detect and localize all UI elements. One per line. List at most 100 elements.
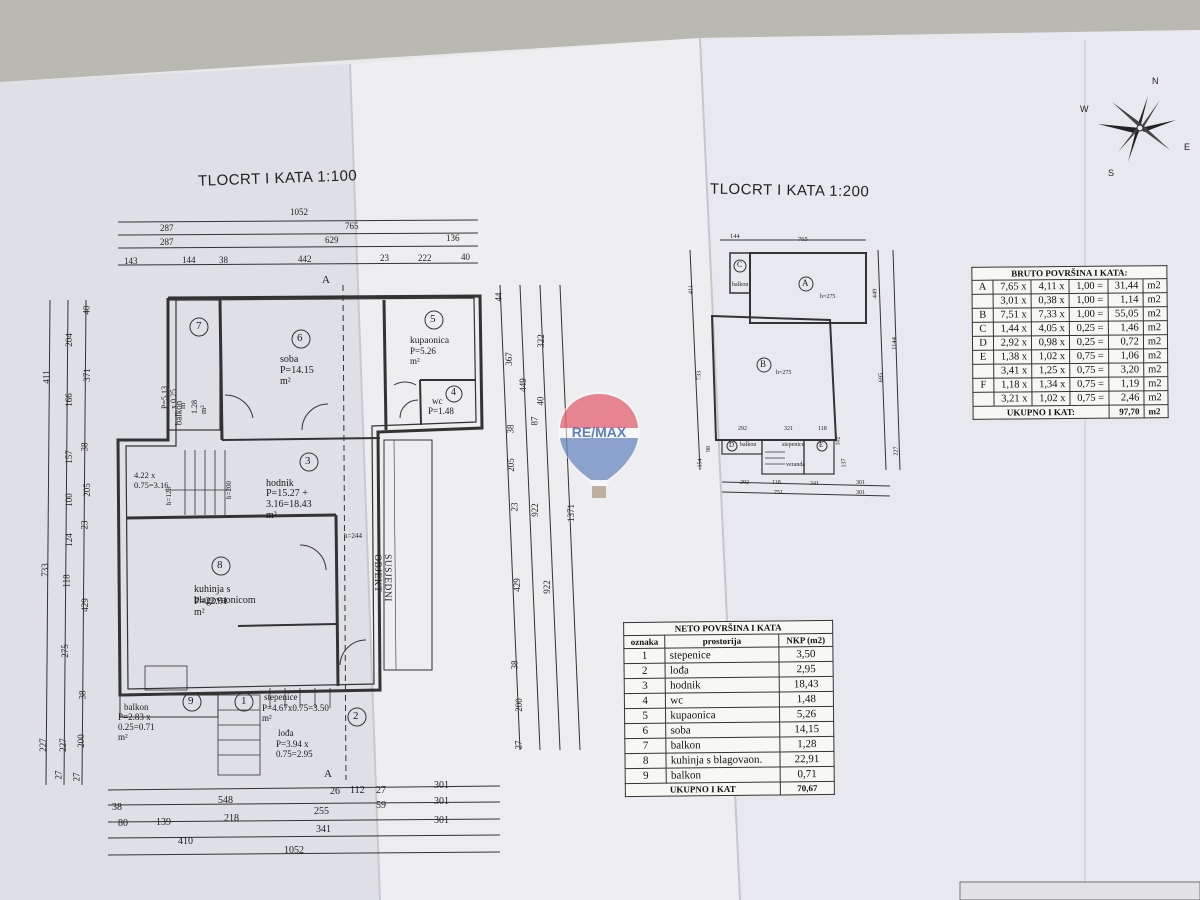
stair-note: 4.22 x 0.75=3.16 xyxy=(134,470,169,490)
bruto-cell-r: 2,46 xyxy=(1108,390,1144,406)
bruto-cell-c: 1,00 = xyxy=(1069,293,1108,308)
bruto-cell-c: 0,25 = xyxy=(1069,321,1109,336)
operator: x xyxy=(1019,393,1028,405)
bruto-total-unit: m2 xyxy=(1143,404,1169,418)
neto-cell-n: 3 xyxy=(624,678,666,694)
room-area-9: P=2.83 x 0.25=0.71 m² xyxy=(118,712,155,742)
room-name-9: balkon xyxy=(124,702,149,712)
neto-cell-v: 1,48 xyxy=(779,691,834,707)
height-3: h=244 xyxy=(344,532,362,540)
bruto-cell-a: 7,65 x xyxy=(992,279,1032,295)
bruto-cell-c: 0,75 = xyxy=(1069,349,1109,364)
operator: x xyxy=(1057,365,1066,377)
bruto-total-label: UKUPNO I KAT: xyxy=(973,405,1109,420)
neto-cell-n: 1 xyxy=(623,648,666,664)
room-num-8: 8 xyxy=(217,559,223,571)
bruto-cell-u: m2 xyxy=(1143,362,1168,377)
room-name-4: wc xyxy=(432,396,443,406)
compass-n: N xyxy=(1152,76,1159,86)
compass-e: E xyxy=(1184,142,1191,152)
large-plan xyxy=(45,219,581,856)
bruto-cell-a: 3,41 x xyxy=(993,363,1032,379)
bruto-total: 97,70 xyxy=(1108,404,1144,419)
neighbor-label: SUSJEDNI OBJEKT xyxy=(371,554,392,602)
neto-cell-name: hodnik xyxy=(665,676,780,694)
bruto-cell-r: 1,14 xyxy=(1107,292,1144,308)
room-num-6: 6 xyxy=(297,332,303,344)
operator: = xyxy=(1095,378,1105,390)
bruto-cell-b: 4,05 x xyxy=(1031,321,1070,336)
remax-text: RE/MAX xyxy=(572,424,627,440)
room-area2-7: 1.28 m² xyxy=(190,400,208,414)
operator: x xyxy=(1019,337,1028,349)
operator: = xyxy=(1095,364,1104,376)
bruto-cell-r: 55,05 xyxy=(1107,306,1144,322)
operator: x xyxy=(1057,379,1066,391)
bruto-cell-u: m2 xyxy=(1143,376,1168,391)
room-name-5: kupaonica xyxy=(410,336,450,346)
bruto-cell-c: 0,75 = xyxy=(1069,363,1109,378)
room-area-3: P=15.27 + 3.16=18.43 m² xyxy=(266,488,312,521)
bruto-cell-l: B xyxy=(972,308,994,323)
bruto-cell-a: 7,51 x xyxy=(993,307,1032,323)
neto-area-table: NETO POVRŠINA I KATA oznaka prostorija N… xyxy=(623,619,835,798)
operator: x xyxy=(1019,365,1028,377)
room-markers xyxy=(182,310,463,727)
neto-cell-n: 4 xyxy=(624,693,666,709)
bruto-cell-a: 2,92 x xyxy=(993,335,1032,351)
bruto-cell-u: m2 xyxy=(1143,320,1168,335)
neto-cell-v: 1,28 xyxy=(779,736,834,752)
neto-total-label: UKUPNO I KAT xyxy=(625,781,781,797)
bruto-cell-r: 1,06 xyxy=(1108,348,1144,364)
operator: x xyxy=(1057,393,1066,405)
neto-cell-v: 5,26 xyxy=(779,706,834,722)
room-area-2: P=3.94 x 0.75=2.95 xyxy=(276,739,313,759)
bruto-cell-r: 31,44 xyxy=(1107,278,1143,294)
room-area-8: P=22.91 m² xyxy=(194,596,228,618)
bruto-cell-r: 1,46 xyxy=(1107,320,1144,336)
neto-cell-name: soba xyxy=(665,721,780,739)
room-num-1: 1 xyxy=(241,695,247,707)
room-area-5: P=5.26 m² xyxy=(410,346,436,366)
bruto-cell-a: 1,38 x xyxy=(993,349,1032,365)
neto-cell-name: balkon xyxy=(666,736,780,754)
neto-cell-n: 8 xyxy=(624,753,667,769)
section-marker-top: A xyxy=(322,274,330,286)
bruto-cell-c: 0,75 = xyxy=(1069,391,1109,406)
operator: = xyxy=(1094,322,1104,334)
room-area-6: P=14.15 m² xyxy=(280,365,314,387)
operator: x xyxy=(1057,351,1066,363)
room-name-2: lođa xyxy=(278,728,294,738)
room-area-1: P=4.67x0.75=3.50 m² xyxy=(262,703,329,723)
operator: = xyxy=(1095,336,1104,348)
bruto-cell-c: 0,75 = xyxy=(1069,377,1109,392)
bruto-cell-b: 1,02 x xyxy=(1031,349,1070,364)
bruto-cell-b: 1,02 x xyxy=(1031,391,1071,406)
operator: x xyxy=(1056,281,1065,293)
room-name-8: kuhinja s blagovaonicom xyxy=(194,584,256,606)
operator: x xyxy=(1057,337,1066,349)
neto-cell-v: 0,71 xyxy=(780,766,835,782)
operator: = xyxy=(1094,280,1104,292)
bruto-cell-a: 1,18 x xyxy=(993,377,1032,393)
neto-cell-n: 2 xyxy=(624,663,666,679)
neto-cell-n: 7 xyxy=(624,738,667,754)
neto-cell-v: 18,43 xyxy=(779,676,834,692)
small-plan-title: TLOCRT I KATA 1:200 xyxy=(709,180,870,201)
bruto-cell-r: 0,72 xyxy=(1108,334,1144,350)
operator: x xyxy=(1019,379,1028,391)
neto-header-nkp: NKP (m2) xyxy=(778,633,833,647)
bruto-cell-l: A xyxy=(971,280,994,295)
bruto-cell-b: 0,38 x xyxy=(1031,293,1070,308)
bruto-cell-l xyxy=(972,364,994,379)
bruto-cell-u: m2 xyxy=(1142,278,1168,293)
bruto-cell-u: m2 xyxy=(1143,334,1168,349)
operator: = xyxy=(1094,294,1104,306)
room-name-6: soba xyxy=(280,354,299,365)
operator: x xyxy=(1019,351,1028,363)
bruto-cell-r: 1,19 xyxy=(1108,376,1144,392)
neto-cell-name: wc xyxy=(665,691,780,709)
bruto-cell-u: m2 xyxy=(1142,292,1168,307)
compass-rose xyxy=(1098,96,1176,162)
bruto-cell-l: F xyxy=(972,378,994,393)
